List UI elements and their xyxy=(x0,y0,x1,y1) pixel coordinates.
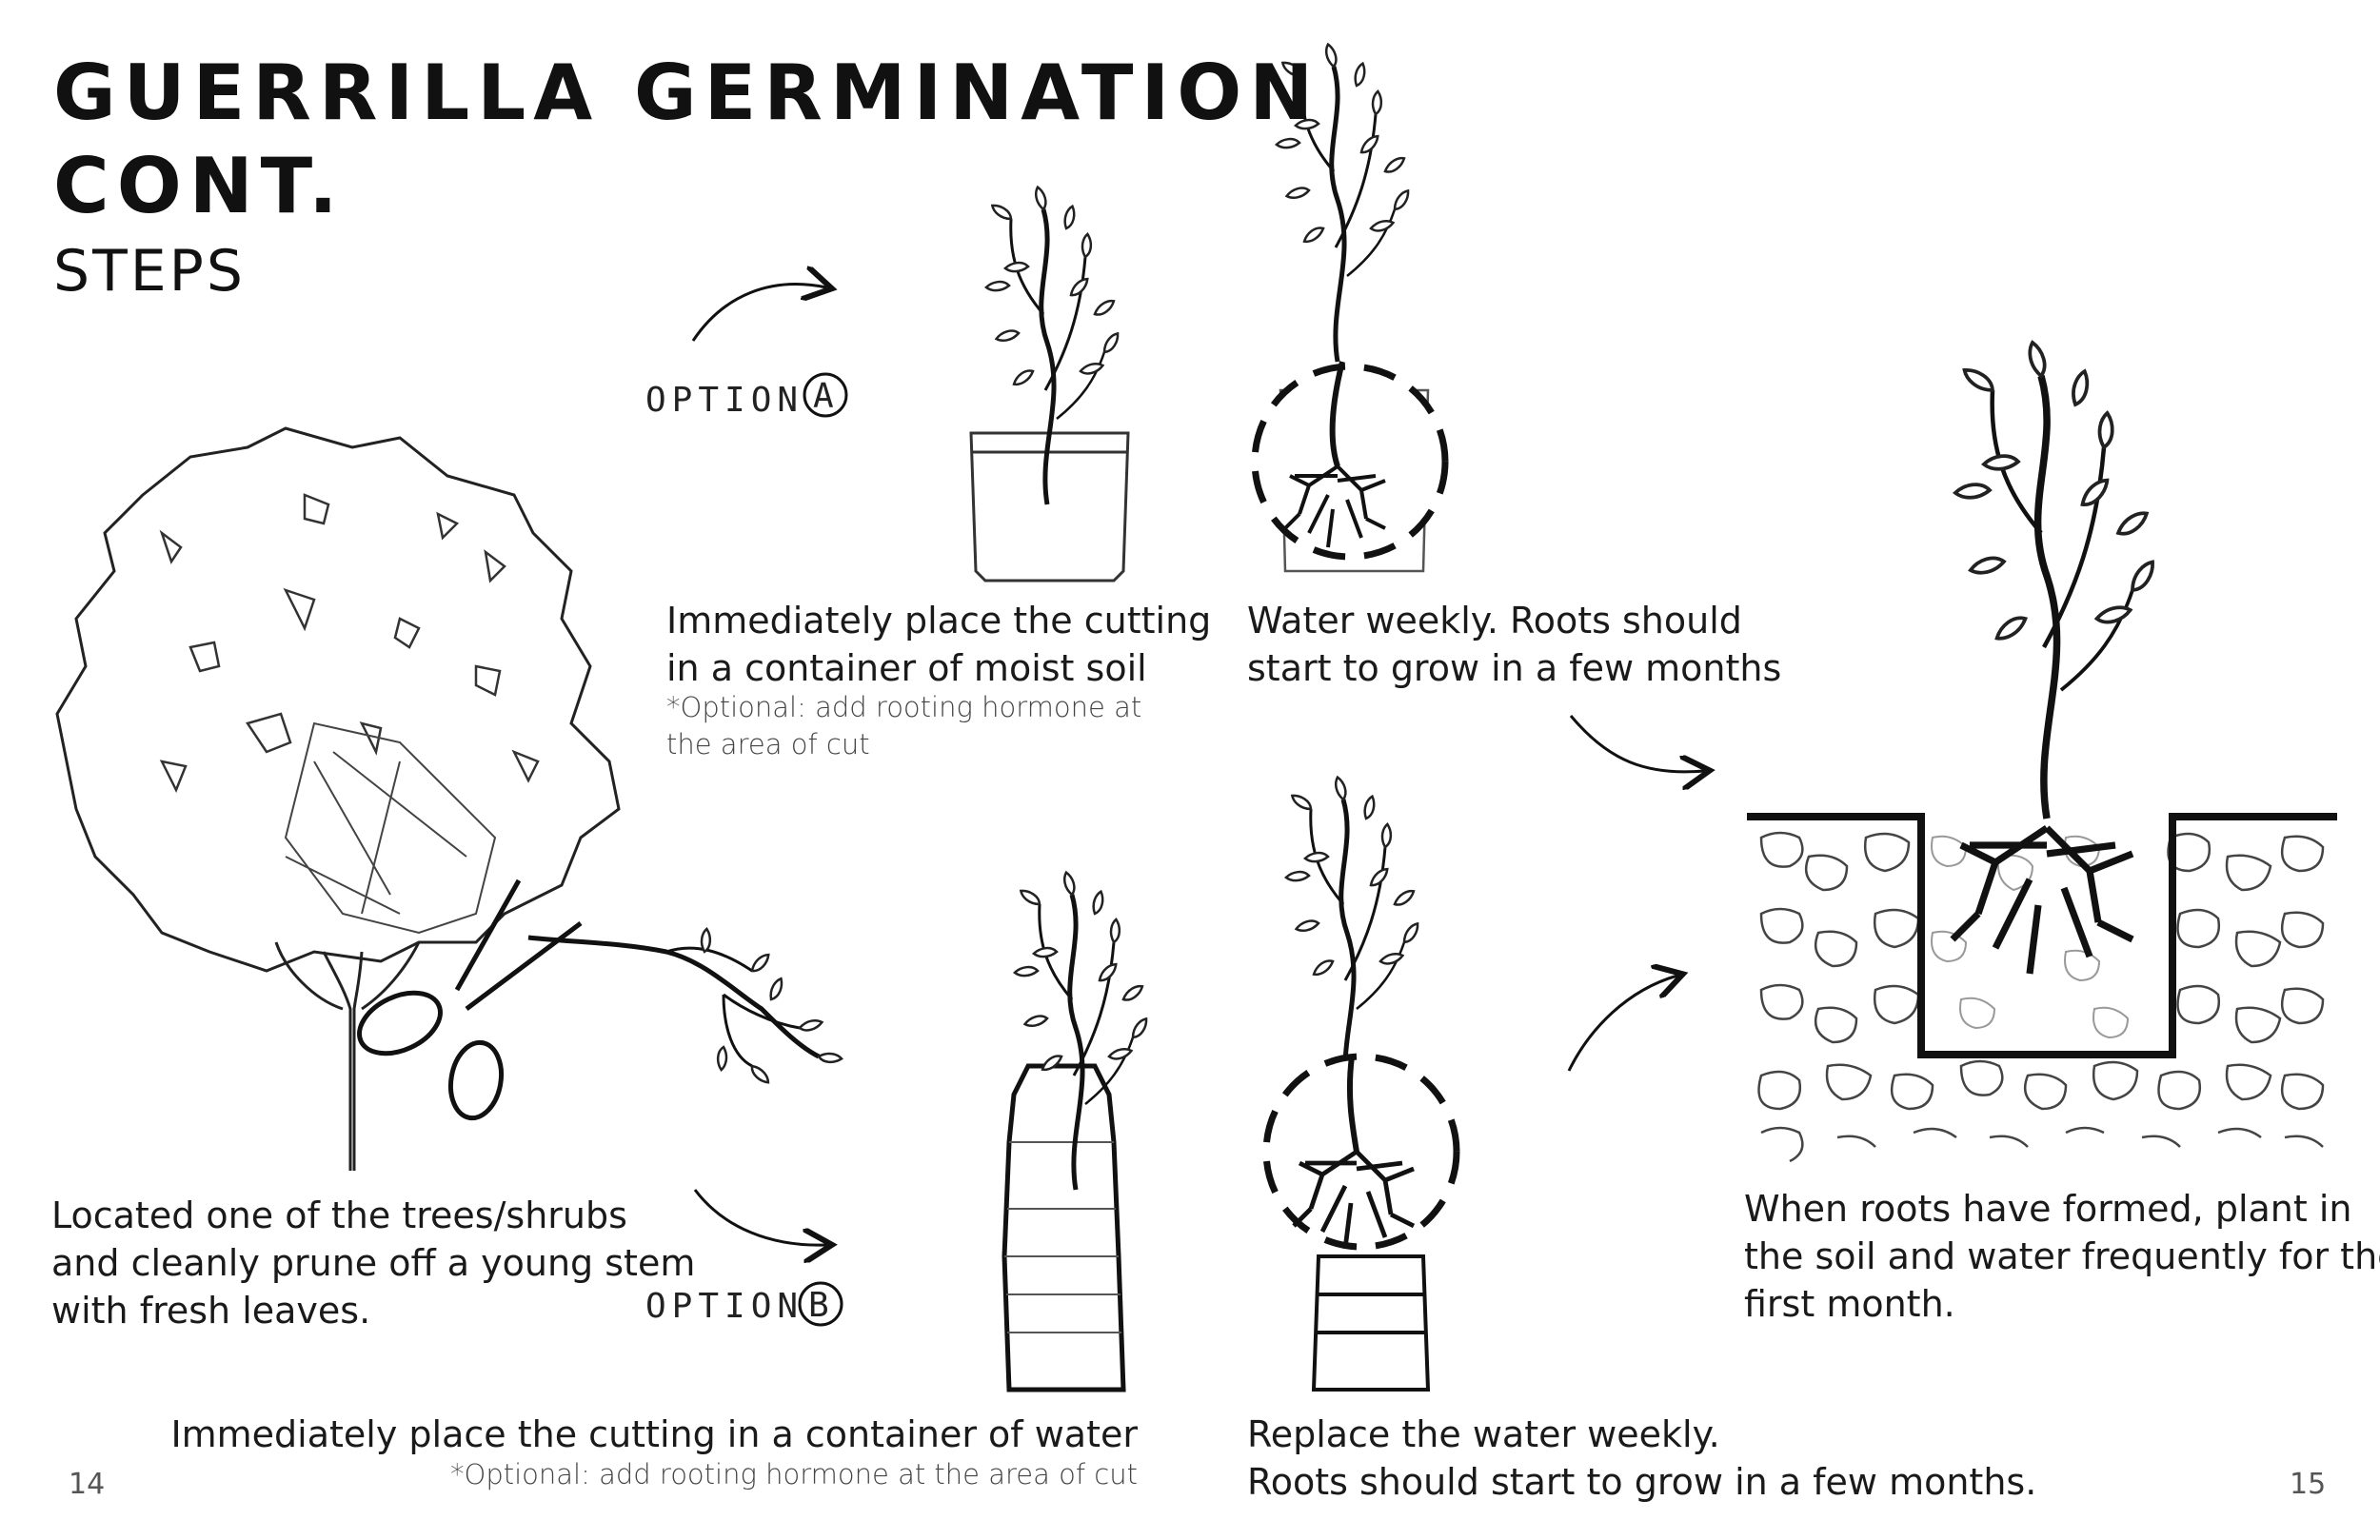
scissors-icon xyxy=(357,879,583,1121)
water-bottle-illustration xyxy=(1002,872,1152,1392)
page-number-right: 15 xyxy=(2290,1468,2327,1501)
option-letter-circles xyxy=(798,372,848,1327)
option-a-place-caption: Immediately place the cutting in a conta… xyxy=(666,600,1212,689)
step-cut-caption: Located one of the trees/shrubs and clea… xyxy=(51,1194,696,1332)
soil-pot-illustration xyxy=(969,187,1130,582)
option-b-place-caption: Immediately place the cutting in a conta… xyxy=(170,1413,1138,1455)
option-a-note: *Optional: add rooting hormone at the ar… xyxy=(666,691,1142,760)
rooted-pot-illustration xyxy=(1251,44,1449,573)
page-number-left: 14 xyxy=(69,1468,106,1501)
planted-tree-illustration xyxy=(1747,343,2337,1171)
plant-caption: When roots have formed, plant in the soi… xyxy=(1744,1188,2380,1325)
page-title-line2: CONT. xyxy=(53,142,346,230)
option-a-letter: A xyxy=(813,377,840,416)
option-b-letter: B xyxy=(808,1286,835,1325)
option-b-water-caption: Replace the water weekly. Roots should s… xyxy=(1247,1413,2037,1503)
page-subtitle: STEPS xyxy=(53,238,246,305)
arrow-icon xyxy=(691,285,1704,1246)
tree-illustration xyxy=(55,426,621,1171)
cutting-illustration xyxy=(527,927,843,1088)
option-b-label: OPTION xyxy=(645,1287,804,1326)
option-a-water-caption: Water weekly. Roots should start to grow… xyxy=(1247,600,1782,689)
rooted-bottle-illustration xyxy=(1262,777,1460,1392)
option-b-note: *Optional: add rooting hormone at the ar… xyxy=(450,1458,1138,1491)
page-title-line1: GUERRILLA GERMINATION xyxy=(53,49,1321,137)
option-a-label: OPTION xyxy=(645,381,804,420)
